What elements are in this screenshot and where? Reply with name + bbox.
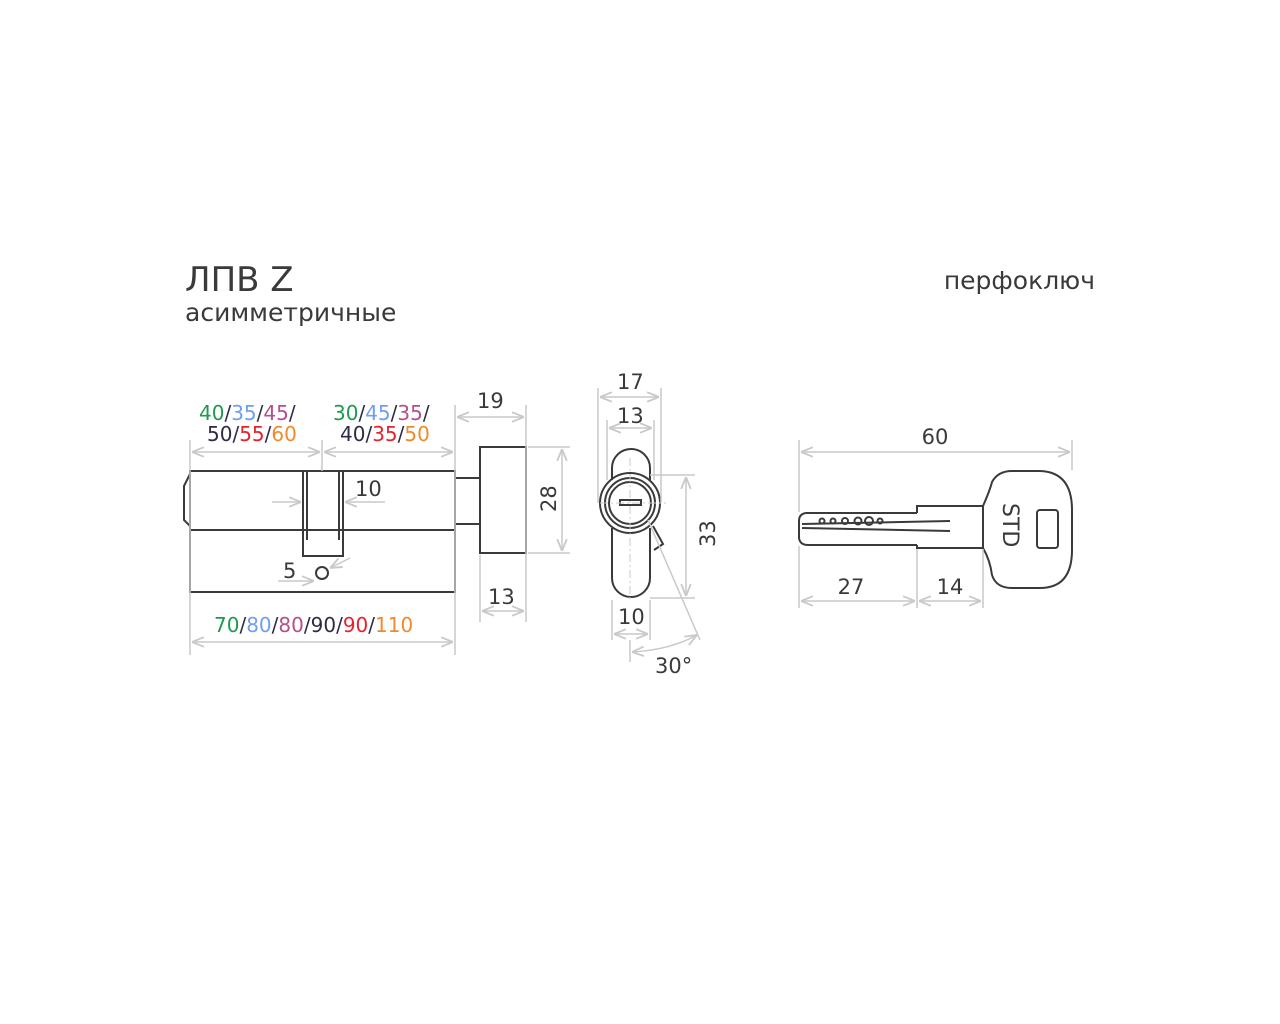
knob-offset-label: 19 xyxy=(477,389,504,413)
right-sizes-row2: 40/35/50 xyxy=(340,422,430,446)
total-sizes: 70/80/80/90/90/110 xyxy=(214,613,413,637)
key-length-label: 60 xyxy=(922,425,949,449)
key-brand-logo: STD xyxy=(997,503,1022,547)
cam-width-label: 10 xyxy=(355,477,382,501)
knob-width-label: 13 xyxy=(488,585,515,609)
screw-hole-label: 5 xyxy=(283,559,296,583)
cam-angle-label: 30° xyxy=(655,654,692,678)
front-width-outer-label: 17 xyxy=(617,370,644,394)
key-dimensions xyxy=(798,440,1073,608)
product-title: ЛПВ Z xyxy=(185,260,294,300)
front-height-label: 33 xyxy=(696,520,720,547)
left-sizes-row1: 40/35/45/ xyxy=(199,401,296,425)
key-shoulder-label: 14 xyxy=(937,575,964,599)
front-view-dimensions xyxy=(597,388,701,662)
cylinder-dimensions xyxy=(189,405,570,655)
key-type-label: перфоключ xyxy=(944,266,1095,295)
key-drawing xyxy=(798,470,1073,589)
cylinder-front-view xyxy=(599,448,666,600)
knob-diameter-label: 28 xyxy=(537,485,561,512)
key-blade-label: 27 xyxy=(838,575,865,599)
front-bottom-width-label: 10 xyxy=(618,605,645,629)
front-width-inner-label: 13 xyxy=(617,404,644,428)
right-sizes-row1: 30/45/35/ xyxy=(333,401,430,425)
cylinder-side-view xyxy=(183,446,527,593)
product-subtitle: асимметричные xyxy=(185,298,396,327)
left-sizes-row2: 50/55/60 xyxy=(207,422,297,446)
